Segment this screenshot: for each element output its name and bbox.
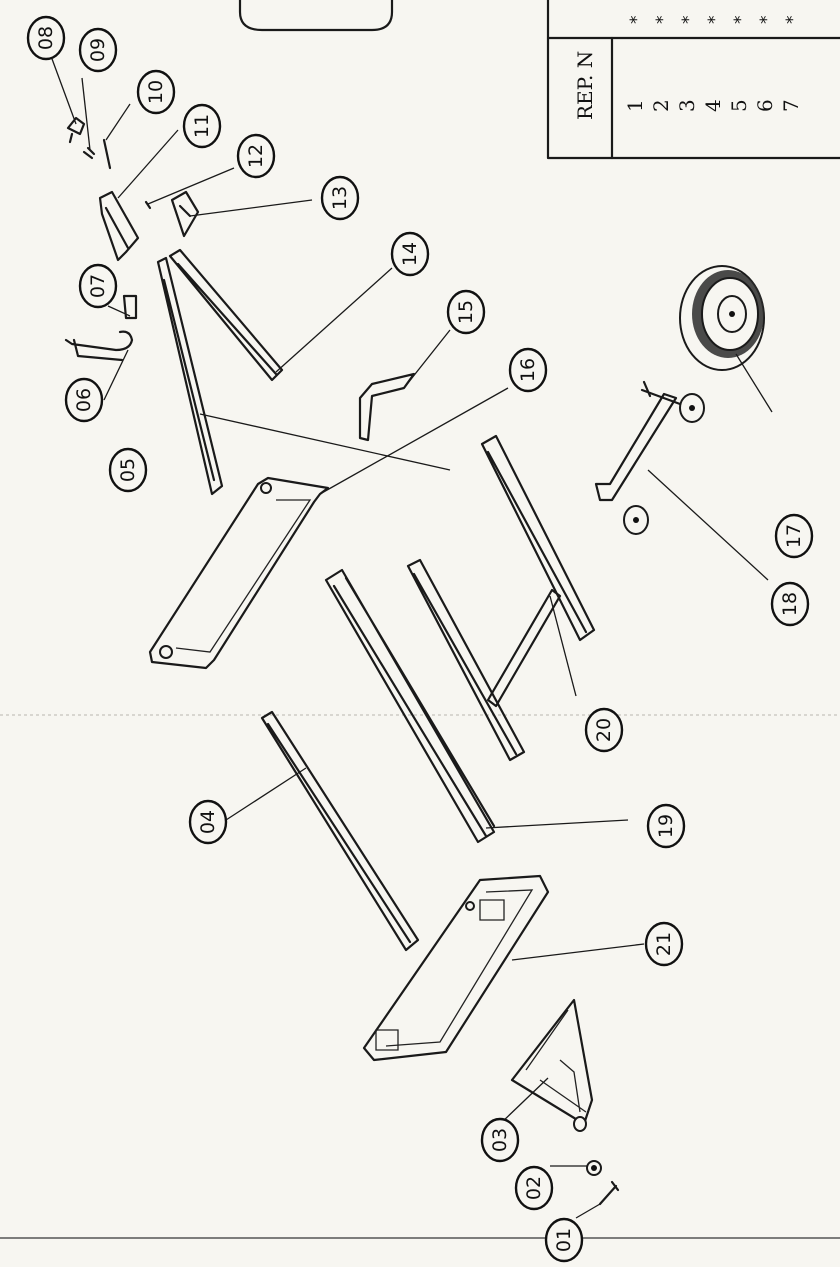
table-rep-number: 1 bbox=[623, 99, 647, 112]
part-01-pin bbox=[598, 1180, 620, 1206]
table-mark: * bbox=[757, 16, 777, 25]
callout-02: 02 bbox=[514, 1165, 554, 1211]
table-mark: * bbox=[653, 16, 673, 25]
callout-label: 07 bbox=[87, 274, 109, 298]
table-mark: * bbox=[705, 16, 725, 25]
callout-label: 06 bbox=[73, 388, 95, 412]
callout-label: 15 bbox=[455, 300, 477, 324]
table-rep-number: 2 bbox=[649, 99, 673, 112]
callout-label: 10 bbox=[145, 80, 167, 104]
part-12-pin bbox=[144, 200, 152, 210]
callout-15: 15 bbox=[446, 289, 486, 335]
table-rep-number: 7 bbox=[779, 99, 803, 112]
callout-label: 01 bbox=[553, 1228, 575, 1252]
callout-label: 14 bbox=[399, 242, 421, 266]
part-14-arm bbox=[168, 248, 284, 382]
title-frame bbox=[238, 0, 394, 32]
callout-19: 19 bbox=[646, 803, 686, 849]
callout-label: 19 bbox=[655, 814, 677, 838]
part-15-bracket bbox=[358, 372, 416, 442]
callout-label: 13 bbox=[329, 186, 351, 210]
callout-07: 07 bbox=[78, 263, 118, 309]
callout-label: 03 bbox=[489, 1128, 511, 1152]
table-rep-number: 5 bbox=[727, 99, 751, 112]
part-19-rail bbox=[324, 568, 496, 844]
part-21-frame bbox=[362, 874, 550, 1062]
part-11-bracket bbox=[98, 190, 140, 262]
callout-08: 08 bbox=[26, 15, 66, 61]
callout-label: 04 bbox=[197, 810, 219, 834]
part-18-axle bbox=[594, 380, 705, 535]
part-06-hook bbox=[64, 330, 134, 362]
part-03-bracket bbox=[510, 998, 594, 1132]
part-20-frame bbox=[406, 434, 596, 762]
callout-11: 11 bbox=[182, 103, 222, 149]
part-08-clip bbox=[66, 116, 86, 144]
part-13-plate bbox=[170, 190, 200, 238]
leader-lines bbox=[47, 47, 773, 1219]
part-04-rail bbox=[260, 710, 420, 952]
part-05-arm bbox=[156, 256, 224, 496]
callout-17: 17 bbox=[774, 513, 814, 559]
callout-16: 16 bbox=[508, 347, 548, 393]
part-17-wheel bbox=[679, 265, 765, 371]
callout-13: 13 bbox=[320, 175, 360, 221]
callout-label: 11 bbox=[191, 114, 213, 138]
callout-label: 17 bbox=[783, 524, 805, 548]
callout-03: 03 bbox=[480, 1117, 520, 1163]
callout-05: 05 bbox=[108, 447, 148, 493]
table-header-rep-n: REP. N bbox=[573, 51, 597, 120]
table-rep-number: 3 bbox=[675, 99, 699, 112]
callout-14: 14 bbox=[390, 231, 430, 277]
table-rep-number: 6 bbox=[753, 99, 777, 112]
part-16-frame bbox=[148, 476, 330, 670]
callout-label: 16 bbox=[517, 358, 539, 382]
callout-09: 09 bbox=[78, 27, 118, 73]
table-mark: * bbox=[731, 16, 751, 25]
callout-label: 09 bbox=[87, 38, 109, 62]
table-mark: * bbox=[627, 16, 647, 25]
callout-06: 06 bbox=[64, 377, 104, 423]
table-mark: * bbox=[783, 16, 803, 25]
callout-label: 02 bbox=[523, 1176, 545, 1200]
callout-label: 18 bbox=[779, 592, 801, 616]
callout-18: 18 bbox=[770, 581, 810, 627]
part-07-tab bbox=[122, 294, 138, 320]
table-mark: * bbox=[679, 16, 699, 25]
callout-label: 20 bbox=[593, 718, 615, 742]
part-10-pin bbox=[102, 138, 112, 170]
callout-01: 01 bbox=[544, 1217, 584, 1263]
callout-04: 04 bbox=[188, 799, 228, 845]
callout-12: 12 bbox=[236, 133, 276, 179]
callout-label: 21 bbox=[653, 932, 675, 956]
callout-label: 08 bbox=[35, 26, 57, 50]
callout-10: 10 bbox=[136, 69, 176, 115]
callout-21: 21 bbox=[644, 921, 684, 967]
callout-label: 05 bbox=[117, 458, 139, 482]
table-rep-number: 4 bbox=[701, 99, 725, 112]
part-09-springs bbox=[82, 146, 96, 160]
callout-label: 12 bbox=[245, 144, 267, 168]
callout-20: 20 bbox=[584, 707, 624, 753]
